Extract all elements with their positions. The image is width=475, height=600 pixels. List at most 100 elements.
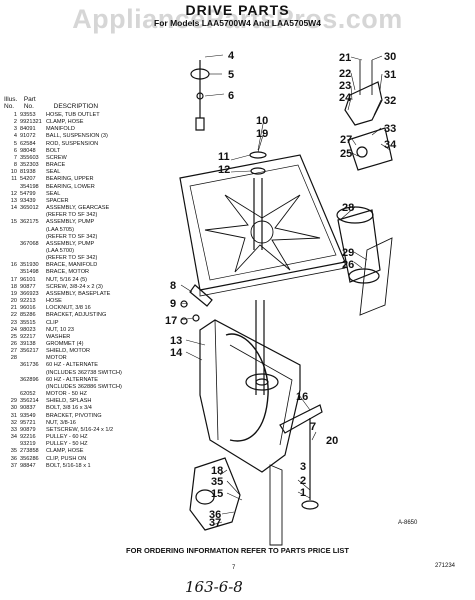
part-description: ROD, SUSPENSION	[46, 140, 99, 147]
part-number: 35515	[20, 319, 36, 326]
callout-10: 10	[256, 115, 268, 127]
part-description: CLIP	[46, 319, 59, 326]
part-number: 354198	[20, 183, 39, 190]
part-description: SHIELD, SPLASH	[46, 398, 92, 405]
callout-19: 19	[256, 128, 268, 140]
page-number: 7	[232, 565, 236, 571]
part-number: 92213	[20, 298, 36, 305]
illus-number: 21	[10, 305, 17, 312]
illus-number: 7	[13, 154, 17, 161]
part-number: 98023	[20, 326, 36, 333]
part-description: BOLT, 5/16-18 x 1	[46, 462, 91, 469]
parts-list-header: Illus. Part	[4, 96, 169, 103]
part-description: SHIELD, MOTOR	[46, 348, 91, 355]
part-row: (REFER TO SF 342)	[4, 234, 169, 241]
callout-33: 33	[384, 123, 396, 135]
part-description: BRACE, MOTOR	[46, 269, 90, 276]
part-description: BEARING, LOWER	[46, 183, 95, 190]
part-description: BRACKET, PIVOTING	[46, 412, 102, 419]
part-description: 60 HZ - ALTERNATE	[46, 362, 99, 369]
part-number: 62584	[20, 140, 36, 147]
illus-number: 31	[10, 412, 17, 419]
callout-30: 30	[384, 51, 396, 63]
part-number: 98048	[20, 147, 36, 154]
part-description: SEAL	[46, 190, 61, 197]
callout-17: 17	[165, 315, 177, 327]
callout-labels: 4 5 6 10 19 11 12 21 22 23 24 30 31 32 3…	[165, 50, 397, 529]
part-description: MOTOR - 50 HZ	[46, 391, 87, 398]
part-description: 60 HZ - ALTERNATE	[46, 376, 99, 383]
illus-number: 26	[10, 341, 17, 347]
manifold	[189, 457, 241, 531]
part-number: 273858	[20, 448, 39, 455]
illus-number: 17	[10, 276, 17, 283]
callout-6: 6	[228, 90, 234, 102]
form-code: 271234	[435, 563, 456, 569]
illus-number: 34	[10, 434, 17, 441]
illus-number: 10	[10, 169, 17, 176]
part-description: ASSEMBLY, PUMP	[46, 240, 95, 247]
illus-number: 36	[10, 455, 17, 462]
illus-number: 30	[10, 405, 17, 412]
part-row: (REFER TO SF 342)	[4, 255, 169, 262]
diagram-code: A-8650	[398, 520, 418, 526]
callout-11: 11	[218, 151, 230, 163]
part-number: 365012	[20, 205, 39, 212]
part-row: (LAA 5700)	[4, 248, 169, 255]
adjusting-bracket	[347, 127, 393, 171]
callout-26: 26	[342, 259, 354, 271]
illus-number: 14	[10, 205, 17, 212]
page-title: DRIVE PARTS	[185, 2, 290, 18]
part-number: 93439	[20, 197, 36, 204]
part-description: WASHER	[46, 333, 71, 340]
no-header: No.	[4, 103, 15, 110]
part-description: BALL, SUSPENSION (3)	[46, 133, 108, 140]
illus-header: Illus.	[4, 96, 18, 103]
leader-lines	[180, 54, 391, 526]
part-description: MANIFOLD	[46, 126, 75, 133]
part-description: (REFER TO SF 342)	[46, 233, 98, 240]
illus-number: 35	[10, 448, 17, 455]
illus-number: 29	[10, 398, 17, 405]
part-number: 90879	[20, 426, 36, 433]
part-number: 96101	[20, 276, 36, 283]
part-description: NUT, 3/8-16	[46, 419, 76, 426]
part-description: (INCLUDES 362886 SWITCH)	[46, 383, 122, 390]
part-description: CLAMP, HOSE	[46, 448, 84, 455]
part-number: 362175	[20, 219, 39, 226]
callout-15: 15	[211, 488, 223, 500]
part-row: (REFER TO SF 342)	[4, 212, 169, 219]
illus-number: 33	[10, 426, 17, 433]
illus-number: 12	[10, 190, 17, 197]
part-description: NUT, 10 23	[46, 326, 74, 333]
bolt-5	[196, 92, 204, 100]
part-description: PULLEY - 60 HZ	[46, 434, 88, 441]
illus-number: 5	[13, 140, 17, 147]
part-row: (LAA 5705)	[4, 227, 169, 234]
drive-belt	[225, 333, 269, 442]
part-description: SETSCREW, 5/16-24 x 1/2	[46, 426, 114, 433]
brace-8	[189, 284, 213, 307]
manifold-brace	[279, 404, 323, 434]
motor	[337, 209, 381, 283]
callout-13: 13	[170, 335, 182, 347]
